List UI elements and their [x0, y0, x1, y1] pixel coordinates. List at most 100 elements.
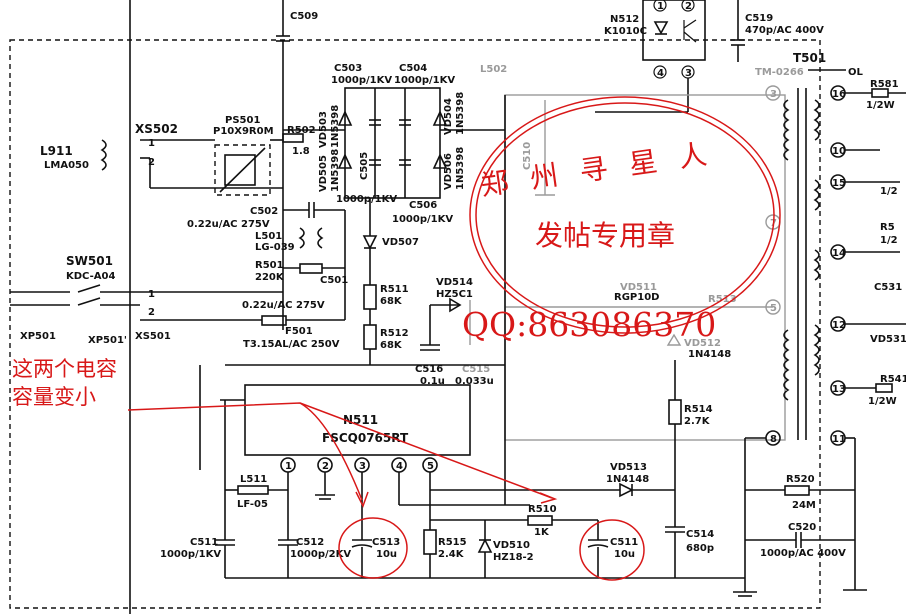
svg-text:2.7K: 2.7K	[684, 416, 711, 427]
svg-text:1N5398: 1N5398	[330, 105, 341, 148]
n512-label: N512	[610, 14, 639, 25]
svg-text:C514: C514	[686, 529, 714, 540]
svg-text:VD507: VD507	[382, 237, 419, 248]
svg-text:2: 2	[685, 1, 692, 12]
svg-text:RGP10D: RGP10D	[614, 292, 659, 303]
zener-vd510: VD510 HZ18-2	[477, 520, 534, 578]
svg-text:C511: C511	[190, 537, 218, 548]
secondary-gnd: R520 24M C520 1000p/AC 400V	[744, 437, 867, 591]
capacitor-c511-10u: C511 10u	[587, 520, 638, 578]
svg-text:220K: 220K	[255, 272, 285, 283]
svg-text:16: 16	[832, 89, 846, 100]
svg-text:1.8: 1.8	[292, 146, 310, 157]
k1010c-label: K1010C	[604, 26, 647, 37]
ol-label: OL	[848, 67, 864, 78]
c519-value: 470p/AC 400V	[745, 25, 824, 36]
svg-text:R5: R5	[880, 222, 895, 233]
tm026-label: TM-0266	[755, 67, 804, 78]
svg-text:8: 8	[770, 434, 777, 445]
svg-text:1/2W: 1/2W	[866, 100, 895, 111]
svg-text:R520: R520	[786, 474, 815, 485]
svg-text:VD504: VD504	[443, 98, 454, 135]
svg-text:0.033u: 0.033u	[455, 376, 494, 387]
capacitor-c515: C515 0.033u	[455, 300, 494, 387]
svg-text:KDC-A04: KDC-A04	[66, 271, 115, 282]
svg-text:1/2: 1/2	[880, 235, 898, 246]
svg-text:R514: R514	[684, 404, 713, 415]
svg-text:HZ18-2: HZ18-2	[493, 552, 534, 563]
svg-text:R501: R501	[255, 260, 284, 271]
stamp-seal: 郑州寻星人 发帖专用章 QQ:863086370	[462, 96, 781, 344]
svg-text:SW501: SW501	[66, 254, 113, 268]
svg-text:2: 2	[148, 307, 155, 318]
ic-n511: N511 FSCQ0765RT 1 2 3 4 5	[244, 384, 530, 530]
svg-text:XS502: XS502	[135, 122, 178, 136]
svg-text:1N5398: 1N5398	[455, 147, 466, 190]
svg-text:2.4K: 2.4K	[438, 549, 465, 560]
svg-text:1K: 1K	[534, 527, 550, 538]
svg-text:R510: R510	[528, 504, 557, 515]
svg-text:XP501: XP501	[20, 331, 56, 342]
svg-text:R512: R512	[380, 328, 409, 339]
svg-text:T3.15AL/AC 250V: T3.15AL/AC 250V	[243, 339, 340, 350]
svg-text:14: 14	[832, 248, 846, 259]
svg-text:VD514: VD514	[436, 277, 473, 288]
optocoupler-n512: 1 2 4 3 N512 K1010C	[604, 0, 706, 79]
l502-label: L502	[480, 64, 507, 75]
svg-text:12: 12	[832, 320, 846, 331]
svg-text:HZ5C1: HZ5C1	[436, 289, 473, 300]
annotation-line-1: 这两个电容	[12, 357, 117, 381]
rectifier-bridge: C503 1000p/1KV C504 1000p/1KV VD503 1N53…	[318, 63, 466, 225]
svg-text:XP501': XP501'	[88, 335, 127, 346]
switch-sw501: SW501 KDC-A04 XP501 XP501' XS501 1 2	[10, 254, 171, 346]
annotation-arrows	[127, 402, 645, 581]
diode-vd513: VD513 1N4148	[430, 462, 675, 498]
svg-text:C505: C505	[359, 152, 370, 180]
right-side-outputs: R581 1/2W 1/2 R5 1/2 C531 VD531 R541 1/2…	[845, 79, 906, 407]
capacitor-c512: C512 1000p/2KV	[278, 530, 351, 578]
svg-text:C513: C513	[372, 537, 400, 548]
svg-text:C511: C511	[610, 537, 638, 548]
svg-text:68K: 68K	[380, 340, 403, 351]
c509-label: C509	[290, 11, 318, 22]
svg-text:C501: C501	[320, 275, 348, 286]
stamp-text-top: 郑州寻星人	[478, 135, 730, 202]
svg-text:VD506: VD506	[443, 153, 454, 190]
svg-text:1: 1	[148, 289, 155, 300]
resistor-r515: R515 2.4K	[423, 529, 467, 578]
svg-text:1000p/1KV: 1000p/1KV	[394, 75, 455, 86]
svg-text:R515: R515	[438, 537, 467, 548]
svg-text:1000p/1KV: 1000p/1KV	[336, 194, 397, 205]
svg-text:P10X9R0M: P10X9R0M	[213, 126, 274, 137]
t501-label: T501	[793, 51, 826, 65]
svg-text:C512: C512	[296, 537, 324, 548]
svg-text:C516: C516	[415, 364, 443, 375]
c519-label: C519	[745, 13, 773, 24]
svg-text:PS501: PS501	[225, 115, 260, 126]
svg-text:1000p/1KV: 1000p/1KV	[392, 214, 453, 225]
svg-text:680p: 680p	[686, 543, 714, 554]
svg-text:C520: C520	[788, 522, 816, 533]
svg-text:L511: L511	[240, 474, 267, 485]
svg-text:4: 4	[657, 68, 664, 79]
svg-text:L501: L501	[255, 231, 282, 242]
svg-text:1N5398: 1N5398	[330, 149, 341, 192]
c510-label: C510	[522, 142, 533, 170]
resistor-r501: R501 220K C501	[255, 210, 348, 300]
capacitor-c519: C519 470p/AC 400V	[731, 0, 824, 62]
svg-text:1000p/1KV: 1000p/1KV	[331, 75, 392, 86]
input-filter: L911 LMA050 XS502 1 2 PS501 P10X9R0M R50…	[40, 115, 316, 196]
svg-text:LF-05: LF-05	[237, 499, 268, 510]
svg-text:C515: C515	[462, 364, 490, 375]
annotation-line-2: 容量变小	[12, 385, 96, 409]
svg-text:24M: 24M	[792, 500, 816, 511]
svg-text:C504: C504	[399, 63, 427, 74]
svg-text:C506: C506	[409, 200, 437, 211]
svg-text:0.1u: 0.1u	[420, 376, 445, 387]
svg-text:3: 3	[770, 89, 777, 100]
svg-text:VD511: VD511	[620, 282, 657, 293]
svg-text:3: 3	[359, 461, 366, 472]
svg-text:XS501: XS501	[135, 331, 171, 342]
svg-text:LMA050: LMA050	[44, 160, 89, 171]
